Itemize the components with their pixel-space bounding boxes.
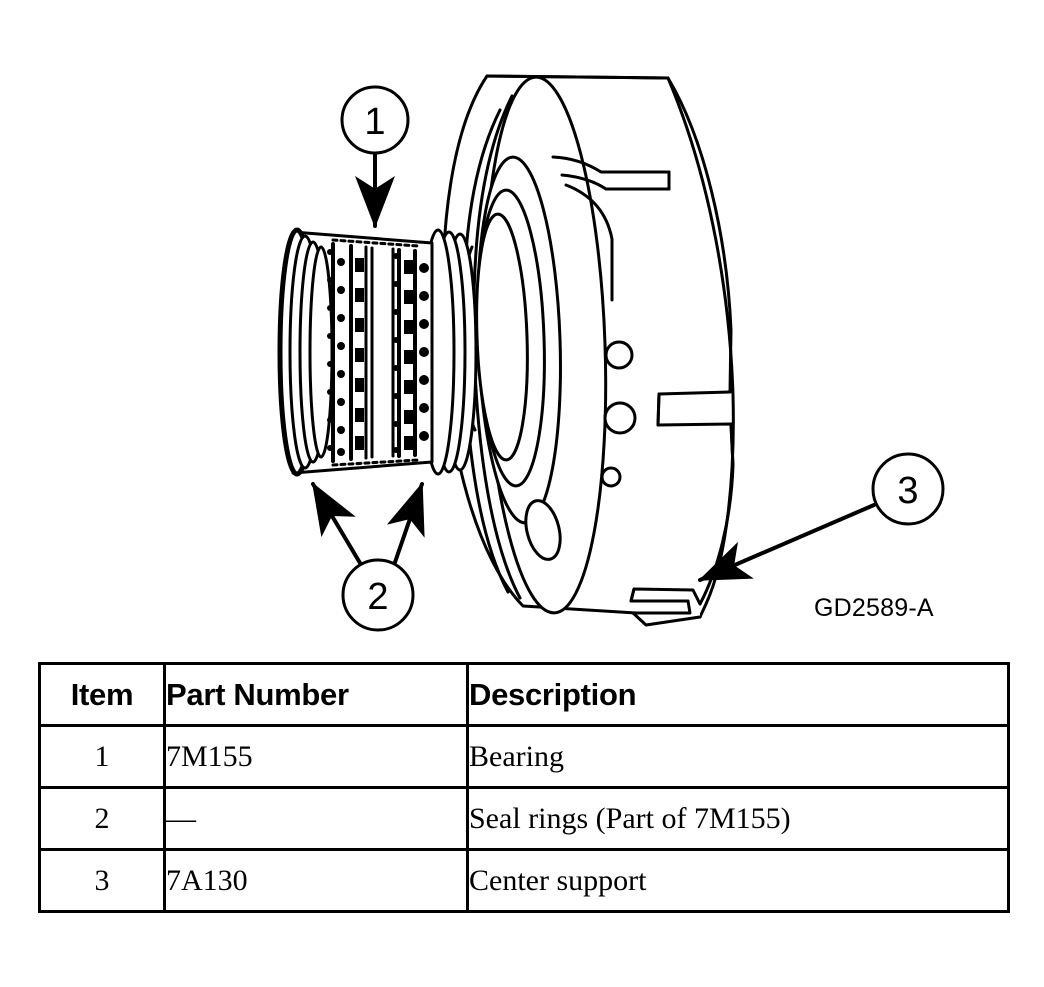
cell-item: 1 [38, 724, 166, 789]
mounting-hole-large [604, 340, 634, 370]
callout-2 [311, 482, 425, 632]
callout-1 [340, 85, 410, 228]
cell-part-number: 7A130 [163, 848, 469, 913]
callout-3-label: 3 [897, 470, 918, 512]
table-row: 2 — Seal rings (Part of 7M155) [38, 786, 1010, 851]
cell-item: 3 [38, 848, 166, 913]
exploded-view-illustration: 1 2 3 [277, 74, 945, 632]
parts-table-container: Item Part Number Description 1 7M155 Bea… [38, 662, 1010, 913]
column-header-part-number: Part Number [163, 662, 469, 727]
column-header-item: Item [38, 662, 166, 727]
bearing-assembly [277, 227, 478, 477]
callout-1-bubble [340, 85, 410, 155]
callout-1-label: 1 [364, 101, 385, 143]
column-header-description: Description [466, 662, 1010, 727]
cell-part-number: — [163, 786, 469, 851]
callout-3-bubble [871, 452, 945, 526]
roller-band-right [393, 248, 429, 458]
cell-description: Bearing [466, 724, 1010, 789]
figure-code-label: GD2589-A [814, 594, 934, 622]
cell-description: Seal rings (Part of 7M155) [466, 786, 1010, 851]
callout-3 [698, 452, 945, 582]
center-support-housing [441, 74, 735, 627]
callout-2-bubble [341, 558, 415, 632]
table-row: 1 7M155 Bearing [38, 724, 1010, 789]
table-header-row: Item Part Number Description [38, 662, 1010, 727]
mounting-hole-small [600, 466, 622, 488]
callout-2-label: 2 [367, 576, 388, 618]
parts-table: Item Part Number Description 1 7M155 Bea… [38, 662, 1010, 913]
table-row: 3 7A130 Center support [38, 848, 1010, 913]
cell-part-number: 7M155 [163, 724, 469, 789]
mounting-hole-medium [603, 401, 637, 435]
cell-description: Center support [466, 848, 1010, 913]
cell-item: 2 [38, 786, 166, 851]
roller-band-left [327, 242, 368, 463]
